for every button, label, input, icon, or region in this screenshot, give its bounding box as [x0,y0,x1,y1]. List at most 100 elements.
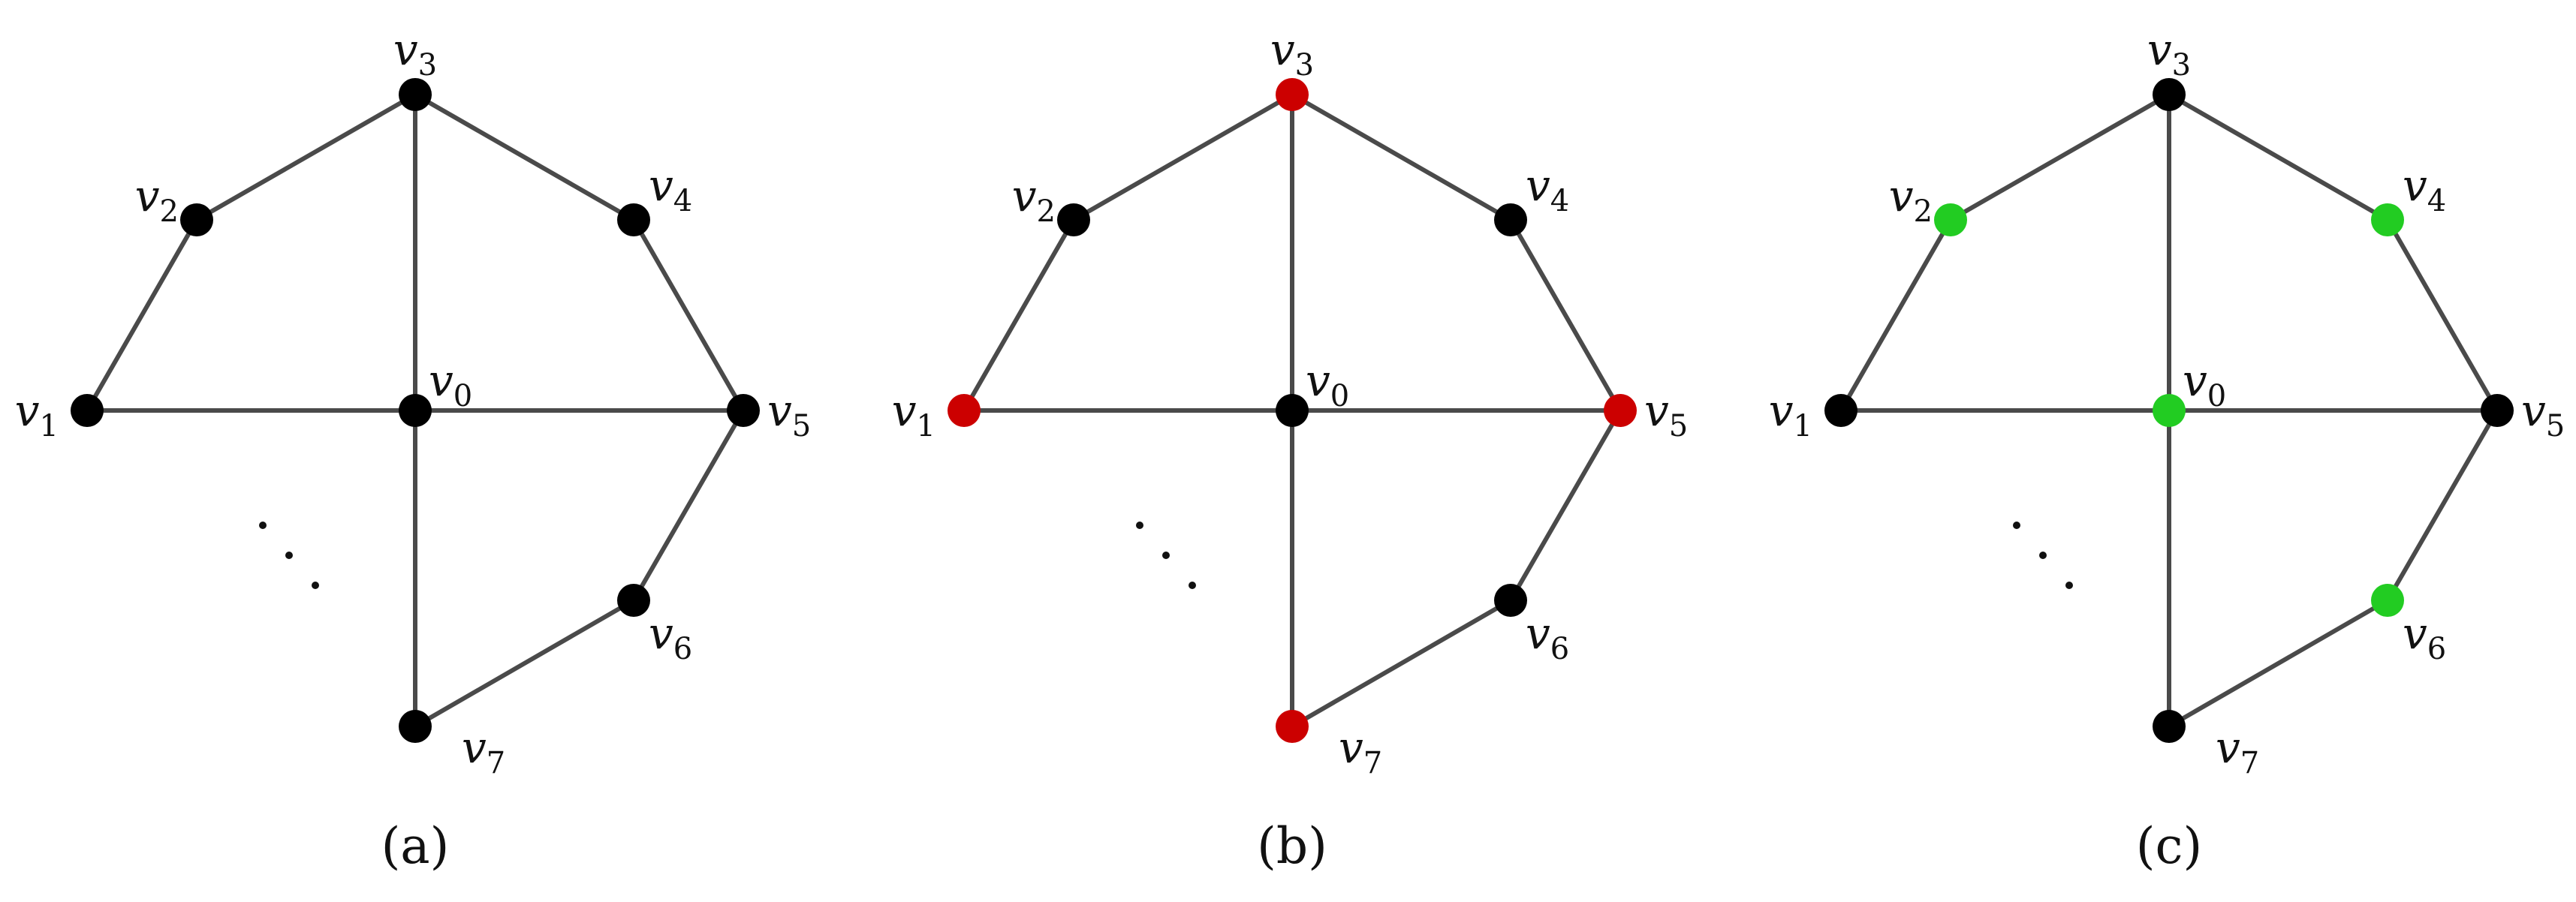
vertex-label-subscript: 3 [2172,48,2191,83]
edge-v5-v6 [631,408,746,603]
vertex-label-v1: v1 [1769,385,1812,443]
vertex-label-subscript: 6 [673,632,692,666]
vertex-v4 [1494,203,1527,236]
vertex-label-v2: v2 [1889,170,1933,229]
vertex-label-subscript: 3 [1295,48,1314,83]
edge-v2-v3 [194,92,417,222]
vertex-label-base: v [1339,722,1363,773]
vertex-label-subscript: 1 [40,409,59,443]
vertex-v3 [399,78,432,111]
edge-v4-v5 [631,218,746,413]
vertex-v6 [617,584,650,617]
vertex-label-v1: v1 [15,385,59,443]
ellipsis-dot [1189,582,1196,589]
edge-v1-v2 [85,218,199,413]
vertex-v5 [1604,394,1637,427]
vertex-label-subscript: 4 [673,184,692,218]
vertex-label-subscript: 2 [1914,194,1933,229]
vertex-v2 [1057,203,1090,236]
vertex-v1 [948,394,981,427]
vertex-label-base: v [892,385,917,436]
vertex-label-base: v [429,355,453,406]
panel-caption-c: (c) [2136,817,2202,875]
vertex-label-base: v [2183,355,2207,406]
vertex-label-subscript: 0 [453,379,472,413]
vertex-label-v1: v1 [892,385,935,443]
vertex-label-v3: v3 [393,24,437,83]
vertex-label-base: v [1769,385,1794,436]
vertex-v7 [2153,710,2186,743]
vertex-label-v5: v5 [767,385,811,443]
vertex-label-base: v [1270,24,1295,75]
vertex-label-v6: v6 [1526,608,1569,666]
vertex-v3 [2153,78,2186,111]
edge-v2-v3 [1071,92,1294,222]
vertex-label-v5: v5 [1644,385,1688,443]
vertex-label-v6: v6 [649,608,692,666]
edge-v1-v2 [962,218,1076,413]
panel-caption-a: (a) [381,817,450,875]
ellipsis-dot [1136,522,1143,529]
vertex-label-base: v [649,608,673,659]
vertex-label-base: v [2403,160,2427,211]
vertex-label-base: v [2216,722,2240,773]
vertex-label-subscript: 6 [2427,632,2446,666]
vertex-label-subscript: 7 [1363,746,1382,780]
edge-v4-v5 [1508,218,1622,413]
edge-v6-v7 [1290,598,1513,729]
vertex-v4 [2371,203,2404,236]
ellipsis-dot [259,522,267,529]
vertex-label-subscript: 5 [792,409,811,443]
vertex-v7 [399,710,432,743]
edge-v1-v2 [1839,218,1953,413]
vertex-label-subscript: 2 [160,194,179,229]
vertex-label-base: v [1526,160,1550,211]
vertex-label-subscript: 4 [2427,184,2446,218]
vertex-label-v7: v7 [1339,722,1382,780]
vertex-label-v0: v0 [429,355,472,413]
edge-v5-v6 [2385,408,2499,603]
vertex-label-subscript: 2 [1037,194,1056,229]
edge-v6-v7 [413,598,636,729]
edge-v5-v6 [1508,408,1622,603]
vertex-label-subscript: 7 [2240,746,2259,780]
vertex-label-v3: v3 [2147,24,2191,83]
vertex-v0 [1276,394,1309,427]
vertex-v4 [617,203,650,236]
vertex-v0 [399,394,432,427]
vertex-label-subscript: 7 [487,746,505,780]
ellipsis-dot [2065,582,2073,589]
vertex-label-base: v [2521,385,2546,436]
vertex-label-v7: v7 [462,722,505,780]
vertex-label-subscript: 5 [1669,409,1688,443]
vertex-label-base: v [135,170,160,221]
vertex-label-subscript: 1 [917,409,935,443]
vertex-label-v0: v0 [1306,355,1349,413]
vertex-label-base: v [767,385,792,436]
vertex-label-subscript: 6 [1550,632,1569,666]
vertex-label-subscript: 0 [1330,379,1349,413]
vertex-label-v2: v2 [1012,170,1056,229]
vertex-label-v6: v6 [2403,608,2446,666]
vertex-label-base: v [1644,385,1669,436]
vertex-v2 [1934,203,1967,236]
vertex-label-subscript: 0 [2207,379,2226,413]
ellipsis-dot [285,552,293,559]
vertex-label-base: v [462,722,487,773]
edge-v4-v5 [2385,218,2499,413]
vertex-v5 [727,394,760,427]
vertex-label-v3: v3 [1270,24,1314,83]
vertex-label-base: v [2147,24,2172,75]
vertex-label-base: v [1306,355,1330,406]
vertex-label-v0: v0 [2183,355,2226,413]
vertex-label-subscript: 4 [1550,184,1569,218]
vertex-label-subscript: 5 [2546,409,2565,443]
vertex-label-subscript: 3 [418,48,437,83]
ellipsis-dot [1162,552,1170,559]
vertex-label-base: v [1526,608,1550,659]
vertex-label-base: v [393,24,418,75]
